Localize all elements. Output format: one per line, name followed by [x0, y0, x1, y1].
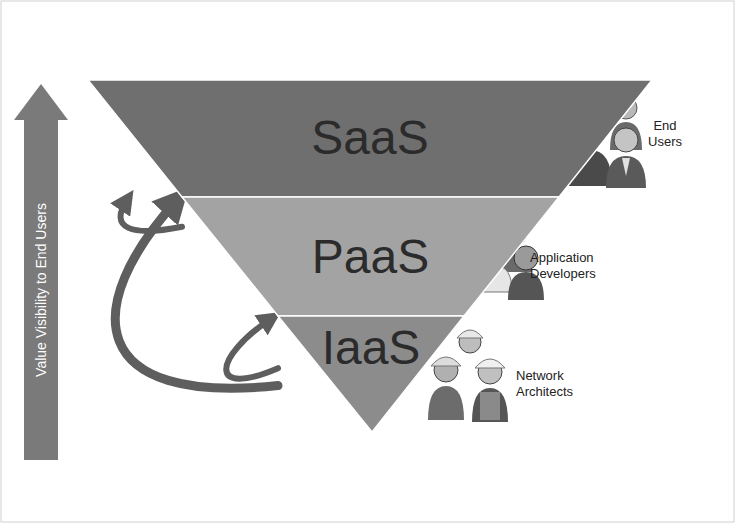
role-label: End Users [640, 118, 690, 151]
axis-label: Value Visibility to End Users [32, 130, 50, 450]
value-arrow [14, 84, 68, 460]
band-label: SaaS [311, 114, 428, 162]
service-band: IaaS [278, 316, 464, 432]
curved-arrow [226, 318, 278, 379]
service-band: SaaS [88, 80, 652, 197]
service-band: PaaS [182, 197, 559, 316]
role-label: Network Architects [516, 368, 596, 401]
role-label: Application Developers [530, 250, 620, 283]
band-label: PaaS [312, 233, 429, 281]
curved-arrow [121, 199, 182, 231]
band-label: IaaS [322, 324, 421, 372]
